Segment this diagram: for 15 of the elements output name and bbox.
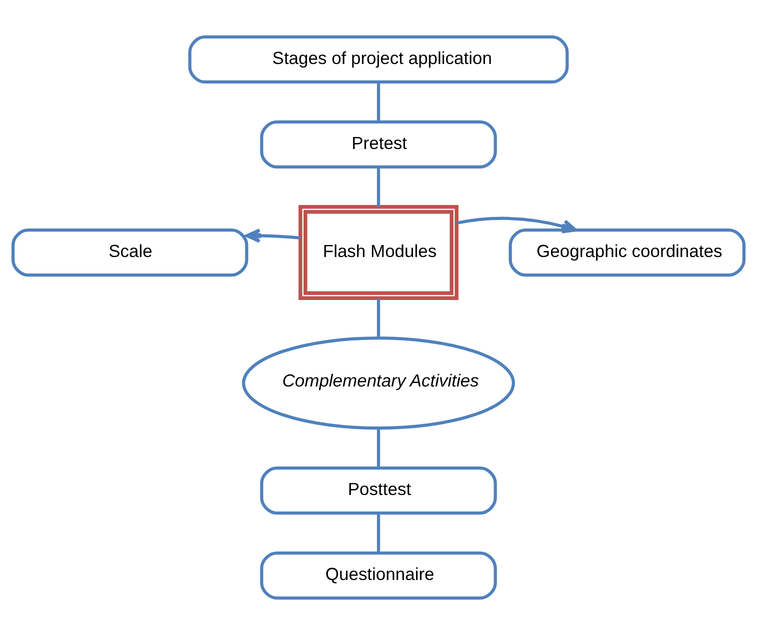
node-box: Geographic coordinates (508, 228, 746, 277)
node-box: Posttest (260, 466, 497, 515)
node-box: Scale (11, 228, 248, 277)
connector (376, 428, 380, 468)
connector (376, 82, 380, 122)
node-box: Stages of project application (188, 35, 569, 84)
node-box: Questionnaire (260, 551, 497, 600)
connector (376, 513, 380, 552)
node-box: Flash Modules (298, 205, 458, 300)
connector (376, 298, 380, 338)
arrow (245, 228, 300, 243)
connector (376, 167, 380, 207)
arrow (456, 216, 578, 234)
node-ellipse: Complementary Activities (242, 336, 515, 430)
node-box: Pretest (260, 120, 497, 168)
